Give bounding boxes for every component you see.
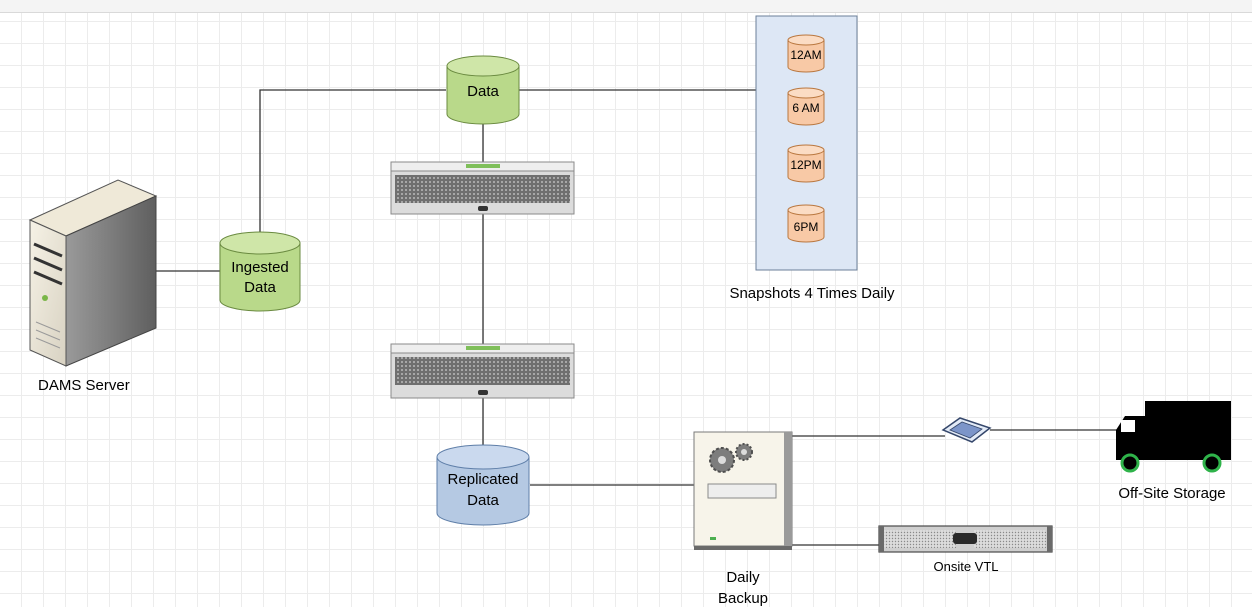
daily-backup-label-line1: Daily xyxy=(726,569,760,586)
data-label: Data xyxy=(467,83,499,100)
snapshot-6am-label: 6 AM xyxy=(792,101,819,115)
connectors xyxy=(156,89,1118,546)
connector-ingested-data xyxy=(259,89,446,236)
snapshot-6pm-label: 6PM xyxy=(794,220,819,234)
gears-icon xyxy=(709,443,753,473)
backup-drive-slot xyxy=(707,483,777,499)
tape-cartridge-icon xyxy=(941,417,992,443)
off-site-storage-label: Off-Site Storage xyxy=(1118,485,1225,502)
snapshot-6am-cylinder xyxy=(787,87,825,126)
dams-server-label: DAMS Server xyxy=(38,377,130,394)
vtl-appliance-icon xyxy=(878,525,1053,553)
snapshot-12pm-cylinder xyxy=(787,144,825,183)
onsite-vtl-label: Onsite VTL xyxy=(933,559,998,574)
replicated-data-cylinder xyxy=(436,444,530,526)
data-cylinder xyxy=(446,55,520,125)
snapshot-12am-cylinder xyxy=(787,34,825,73)
truck-icon xyxy=(1116,401,1231,473)
dams-server-icon xyxy=(28,179,158,367)
ingested-data-cylinder xyxy=(219,231,301,312)
ingested-data-label-line1: Ingested xyxy=(231,259,289,276)
top-strip xyxy=(0,0,1252,13)
storage-array-1-icon xyxy=(390,161,575,215)
ingested-data-label-line2: Data xyxy=(244,279,276,296)
replicated-data-label-line2: Data xyxy=(467,492,499,509)
snapshot-6pm-cylinder xyxy=(787,204,825,243)
snapshot-12am-label: 12AM xyxy=(790,48,821,62)
snapshot-12pm-label: 12PM xyxy=(790,158,821,172)
snapshots-caption: Snapshots 4 Times Daily xyxy=(729,285,895,302)
storage-array-2-icon xyxy=(390,343,575,399)
daily-backup-label-line2: Backup xyxy=(718,590,768,607)
backup-power-led xyxy=(710,537,716,540)
replicated-data-label-line1: Replicated xyxy=(448,471,519,488)
